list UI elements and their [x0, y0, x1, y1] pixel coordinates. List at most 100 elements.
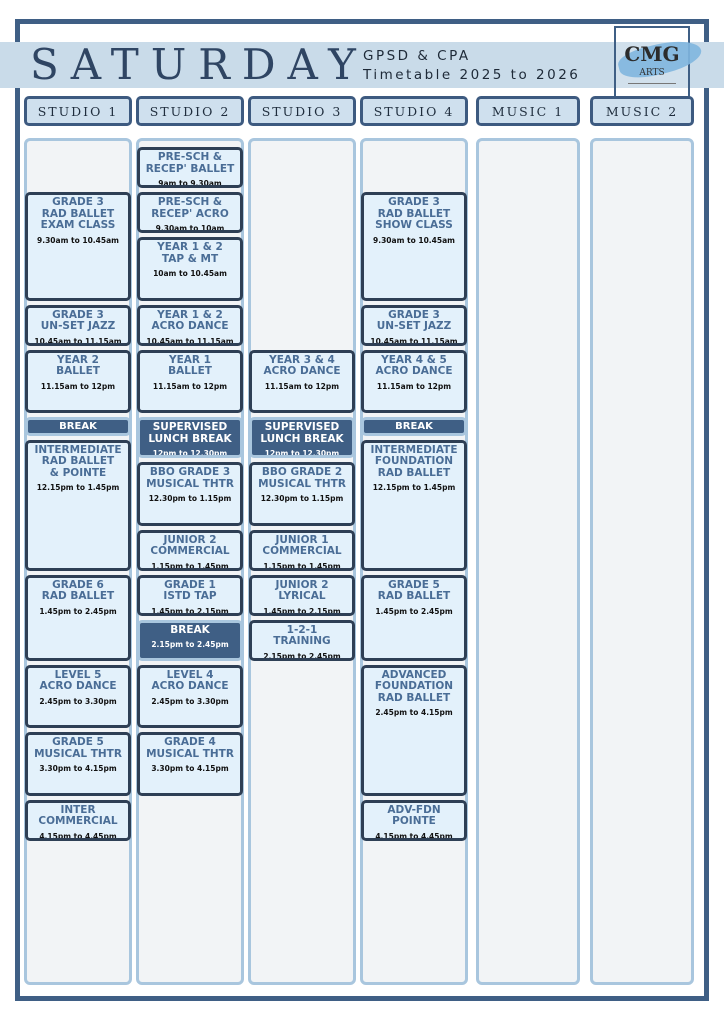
class-time: 10.45am to 11.15am [370, 336, 458, 346]
class-time: 10.45am to 11.15am [34, 336, 122, 346]
class-title: GRADE 3 UN-SET JAZZ [376, 308, 452, 332]
class-block: GRADE 3 UN-SET JAZZ 10.45am to 11.15am [361, 304, 467, 346]
column-music-2 [590, 138, 694, 985]
class-block: GRADE 1 ISTD TAP 1.45pm to 2.15pm [137, 574, 243, 616]
class-time: 2.15pm to 2.45pm [151, 640, 229, 649]
class-title: INTERMEDIATE RAD BALLET & POINTE [34, 443, 122, 479]
class-title: YEAR 1 BALLET [168, 353, 212, 377]
class-time: 3.30pm to 4.15pm [151, 764, 229, 773]
class-time: 12pm to 12.30pm [152, 449, 228, 458]
class-title: GRADE 3 RAD BALLET SHOW CLASS [375, 196, 453, 231]
column-header-studio-4: STUDIO 4 [360, 96, 468, 126]
class-block: YEAR 3 & 4 ACRO DANCE 11.15am to 12pm [249, 349, 355, 413]
class-time: 12pm to 12.15pm [28, 432, 128, 433]
class-title: 1-2-1 TRAINING [273, 623, 331, 647]
class-title: PRE-SCH & RECEP' ACRO [151, 196, 229, 220]
class-block: INTERMEDIATE FOUNDATION RAD BALLET 12.15p… [361, 439, 467, 571]
class-time: 1.45pm to 2.45pm [375, 606, 453, 616]
class-time: 1.15pm to 1.45pm [263, 561, 341, 571]
class-time: 1.15pm to 1.45pm [151, 561, 229, 571]
class-title: LEVEL 4 ACRO DANCE [151, 668, 229, 692]
class-title: ADVANCED FOUNDATION RAD BALLET [374, 668, 454, 704]
column-header-music-1: MUSIC 1 [476, 96, 580, 126]
class-title: GRADE 1 ISTD TAP [163, 578, 217, 602]
class-title: BREAK [395, 421, 433, 432]
class-title: ADV-FDN POINTE [387, 803, 441, 827]
class-title: GRADE 3 RAD BALLET EXAM CLASS [40, 196, 116, 231]
break-block: SUPERVISED LUNCH BREAK 12pm to 12.30pm [249, 417, 355, 458]
class-time: 3.30pm to 4.15pm [39, 764, 117, 773]
class-time: 2.45pm to 3.30pm [151, 696, 229, 706]
class-title: YEAR 1 & 2 TAP & MT [157, 241, 223, 265]
class-title: YEAR 3 & 4 ACRO DANCE [263, 353, 341, 377]
class-time: 2.45pm to 4.15pm [375, 708, 453, 717]
class-block: INTER COMMERCIAL 4.15pm to 4.45pm [25, 799, 131, 841]
column-music-1 [476, 138, 580, 985]
class-time: 9.30am to 10.45am [373, 235, 455, 245]
class-title: BBO GRADE 2 MUSICAL THTR [258, 466, 346, 490]
class-title: JUNIOR 2 COMMERCIAL [150, 533, 230, 557]
class-block: JUNIOR 2 COMMERCIAL 1.15pm to 1.45pm [137, 529, 243, 571]
class-time: 12pm to 12.30pm [264, 449, 340, 458]
class-title: GRADE 3 UN-SET JAZZ [40, 308, 116, 332]
class-time: 1.45pm to 2.15pm [263, 606, 341, 616]
class-title: INTERMEDIATE FOUNDATION RAD BALLET [370, 443, 458, 479]
class-block: GRADE 3 UN-SET JAZZ 10.45am to 11.15am [25, 304, 131, 346]
class-title: YEAR 2 BALLET [56, 353, 100, 377]
column-header-music-2: MUSIC 2 [590, 96, 694, 126]
class-time: 11.15am to 12pm [40, 381, 116, 391]
logo-divider [628, 83, 676, 84]
class-time: 1.45pm to 2.15pm [151, 606, 229, 616]
class-time: 4.15pm to 4.45pm [39, 831, 117, 841]
cmg-arts-logo: CMG ARTS [614, 26, 705, 100]
class-title: JUNIOR 1 COMMERCIAL [262, 533, 342, 557]
class-title: JUNIOR 2 LYRICAL [275, 578, 329, 602]
class-title: BREAK [170, 623, 210, 636]
class-time: 2.15pm to 2.45pm [263, 651, 341, 661]
class-time: 11.15am to 12pm [264, 381, 340, 391]
class-time: 12.30pm to 1.15pm [148, 494, 232, 503]
title-band [0, 42, 724, 88]
subtitle-line-1: GPSD & CPA [363, 48, 471, 64]
class-block: ADV-FDN POINTE 4.15pm to 4.45pm [361, 799, 467, 841]
subtitle: GPSD & CPA Timetable 2025 to 2026 [363, 47, 580, 85]
class-title: YEAR 1 & 2 ACRO DANCE [151, 308, 229, 332]
break-block: BREAK 2.15pm to 2.45pm [137, 619, 243, 661]
class-time: 10.45am to 11.15am [146, 336, 234, 346]
page-frame [15, 19, 709, 1001]
class-time: 2.45pm to 3.30pm [39, 696, 117, 706]
class-title: GRADE 6 RAD BALLET [41, 578, 115, 602]
column-header-studio-2: STUDIO 2 [136, 96, 244, 126]
class-title: LEVEL 5 ACRO DANCE [39, 668, 117, 692]
class-block: LEVEL 4 ACRO DANCE 2.45pm to 3.30pm [137, 664, 243, 728]
class-block: JUNIOR 1 COMMERCIAL 1.15pm to 1.45pm [249, 529, 355, 571]
class-block: GRADE 3 RAD BALLET SHOW CLASS 9.30am to 1… [361, 192, 467, 301]
subtitle-line-2: Timetable 2025 to 2026 [363, 67, 581, 83]
class-block: 1-2-1 TRAINING 2.15pm to 2.45pm [249, 619, 355, 661]
break-block: SUPERVISED LUNCH BREAK 12pm to 12.30pm [137, 417, 243, 458]
class-block: ADVANCED FOUNDATION RAD BALLET 2.45pm to … [361, 664, 467, 796]
class-title: SUPERVISED LUNCH BREAK [260, 421, 344, 445]
class-title: PRE-SCH & RECEP' BALLET [145, 151, 235, 175]
class-time: 4.15pm to 4.45pm [375, 831, 453, 841]
column-header-studio-1: STUDIO 1 [24, 96, 132, 126]
class-block: YEAR 2 BALLET 11.15am to 12pm [25, 349, 131, 413]
class-block: LEVEL 5 ACRO DANCE 2.45pm to 3.30pm [25, 664, 131, 728]
class-time: 12.15pm to 1.45pm [372, 483, 456, 492]
class-title: GRADE 5 MUSICAL THTR [34, 736, 122, 760]
column-header-studio-3: STUDIO 3 [248, 96, 356, 126]
class-title: INTER COMMERCIAL [38, 803, 118, 827]
class-title: SUPERVISED LUNCH BREAK [148, 421, 232, 445]
